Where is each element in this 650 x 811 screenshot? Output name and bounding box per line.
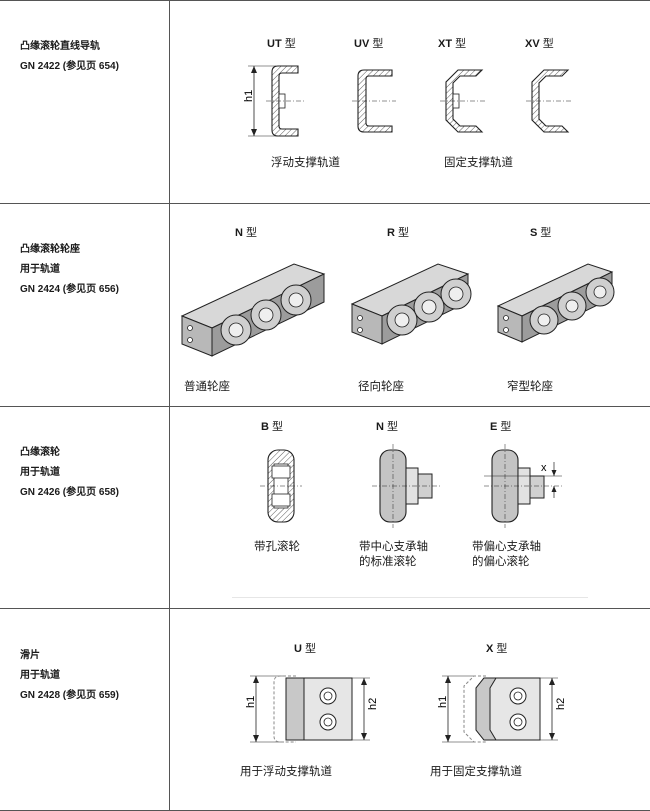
- caption-narrow-carriage: 窄型轮座: [507, 381, 553, 393]
- slides-drawing: h1 h2 h1: [245, 675, 567, 743]
- row-label-subtitle: 用于轨道: [20, 467, 60, 478]
- row-label-carriages: 凸缘滚轮轮座 用于轨道 GN 2424 (参见页 656): [20, 240, 119, 300]
- table-top-border: [0, 0, 650, 1]
- row-label-subtitle: 用于轨道: [20, 264, 60, 275]
- type-xt-heading: XT 型: [438, 38, 467, 50]
- row-label-title: 凸缘滚轮轮座: [20, 244, 80, 255]
- row-divider-1: [0, 203, 650, 204]
- caption-slide-fixed: 用于固定支撑轨道: [430, 766, 522, 778]
- type-n-carriage-heading: N 型: [235, 227, 258, 239]
- type-r-carriage-heading: R 型: [387, 227, 410, 239]
- x-label: x: [541, 462, 547, 474]
- row-label-ref: GN 2426 (参见页 658): [20, 487, 119, 498]
- roller-b-illustration: [260, 449, 302, 523]
- h1-dimension: h1: [243, 65, 276, 137]
- row-label-title: 滑片: [20, 650, 40, 661]
- carriages-drawing: [180, 263, 615, 357]
- h1-label: h1: [437, 696, 449, 708]
- type-xv-heading: XV 型: [525, 38, 554, 50]
- caption-slide-floating: 用于浮动支撑轨道: [240, 766, 332, 778]
- caption-standard-roller: 带中心支承轴 的标准滚轮: [359, 541, 428, 568]
- row-label-slides: 滑片 用于轨道 GN 2428 (参见页 659): [20, 646, 119, 706]
- caption-radial-carriage: 径向轮座: [358, 381, 404, 393]
- h2-label: h2: [555, 698, 567, 710]
- rail-ut-profile: [266, 65, 306, 137]
- faint-separator: [232, 597, 588, 598]
- roller-n-illustration: [372, 444, 440, 528]
- h1-label: h1: [245, 696, 257, 708]
- row-label-title: 凸缘滚轮: [20, 447, 60, 458]
- carriage-r-illustration: [350, 263, 472, 345]
- carriage-s-illustration: [496, 263, 615, 343]
- rail-uv-profile: [352, 69, 396, 133]
- slide-u-illustration: h1 h2: [245, 675, 379, 743]
- rollers-drawing: x: [260, 444, 562, 528]
- row-label-ref: GN 2424 (参见页 656): [20, 284, 119, 295]
- row-divider-3: [0, 608, 650, 609]
- h2-label: h2: [367, 698, 379, 710]
- type-uv-heading: UV 型: [354, 38, 384, 50]
- row-label-rails: 凸缘滚轮直线导轨 GN 2422 (参见页 654): [20, 37, 119, 77]
- caption-floating-rail: 浮动支撑轨道: [271, 157, 340, 169]
- type-u-slide-heading: U 型: [294, 643, 317, 655]
- caption-bore-roller: 带孔滚轮: [254, 541, 300, 553]
- type-s-carriage-heading: S 型: [530, 227, 552, 239]
- caption-standard-carriage: 普通轮座: [184, 381, 230, 393]
- type-x-slide-heading: X 型: [486, 643, 508, 655]
- type-n-roller-heading: N 型: [376, 421, 399, 433]
- type-e-roller-heading: E 型: [490, 421, 512, 433]
- rail-xt-profile: [440, 69, 486, 133]
- row-label-ref: GN 2422 (参见页 654): [20, 61, 119, 72]
- carriage-n-illustration: [180, 263, 326, 357]
- row-label-ref: GN 2428 (参见页 659): [20, 690, 119, 701]
- row-label-subtitle: 用于轨道: [20, 670, 60, 681]
- roller-e-illustration: x: [484, 444, 562, 528]
- rail-profiles-drawing: h1: [243, 65, 572, 137]
- caption-eccentric-roller: 带偏心支承轴 的偏心滚轮: [472, 541, 541, 568]
- row-label-rollers: 凸缘滚轮 用于轨道 GN 2426 (参见页 658): [20, 443, 119, 503]
- type-ut-heading: UT 型: [267, 38, 296, 50]
- row-divider-2: [0, 406, 650, 407]
- row-label-title: 凸缘滚轮直线导轨: [20, 41, 100, 52]
- caption-fixed-rail: 固定支撑轨道: [444, 157, 513, 169]
- type-b-roller-heading: B 型: [261, 421, 284, 433]
- h1-label: h1: [243, 90, 255, 102]
- column-divider: [169, 0, 170, 811]
- slide-x-illustration: h1 h2: [437, 675, 567, 743]
- rail-xv-profile: [526, 69, 572, 133]
